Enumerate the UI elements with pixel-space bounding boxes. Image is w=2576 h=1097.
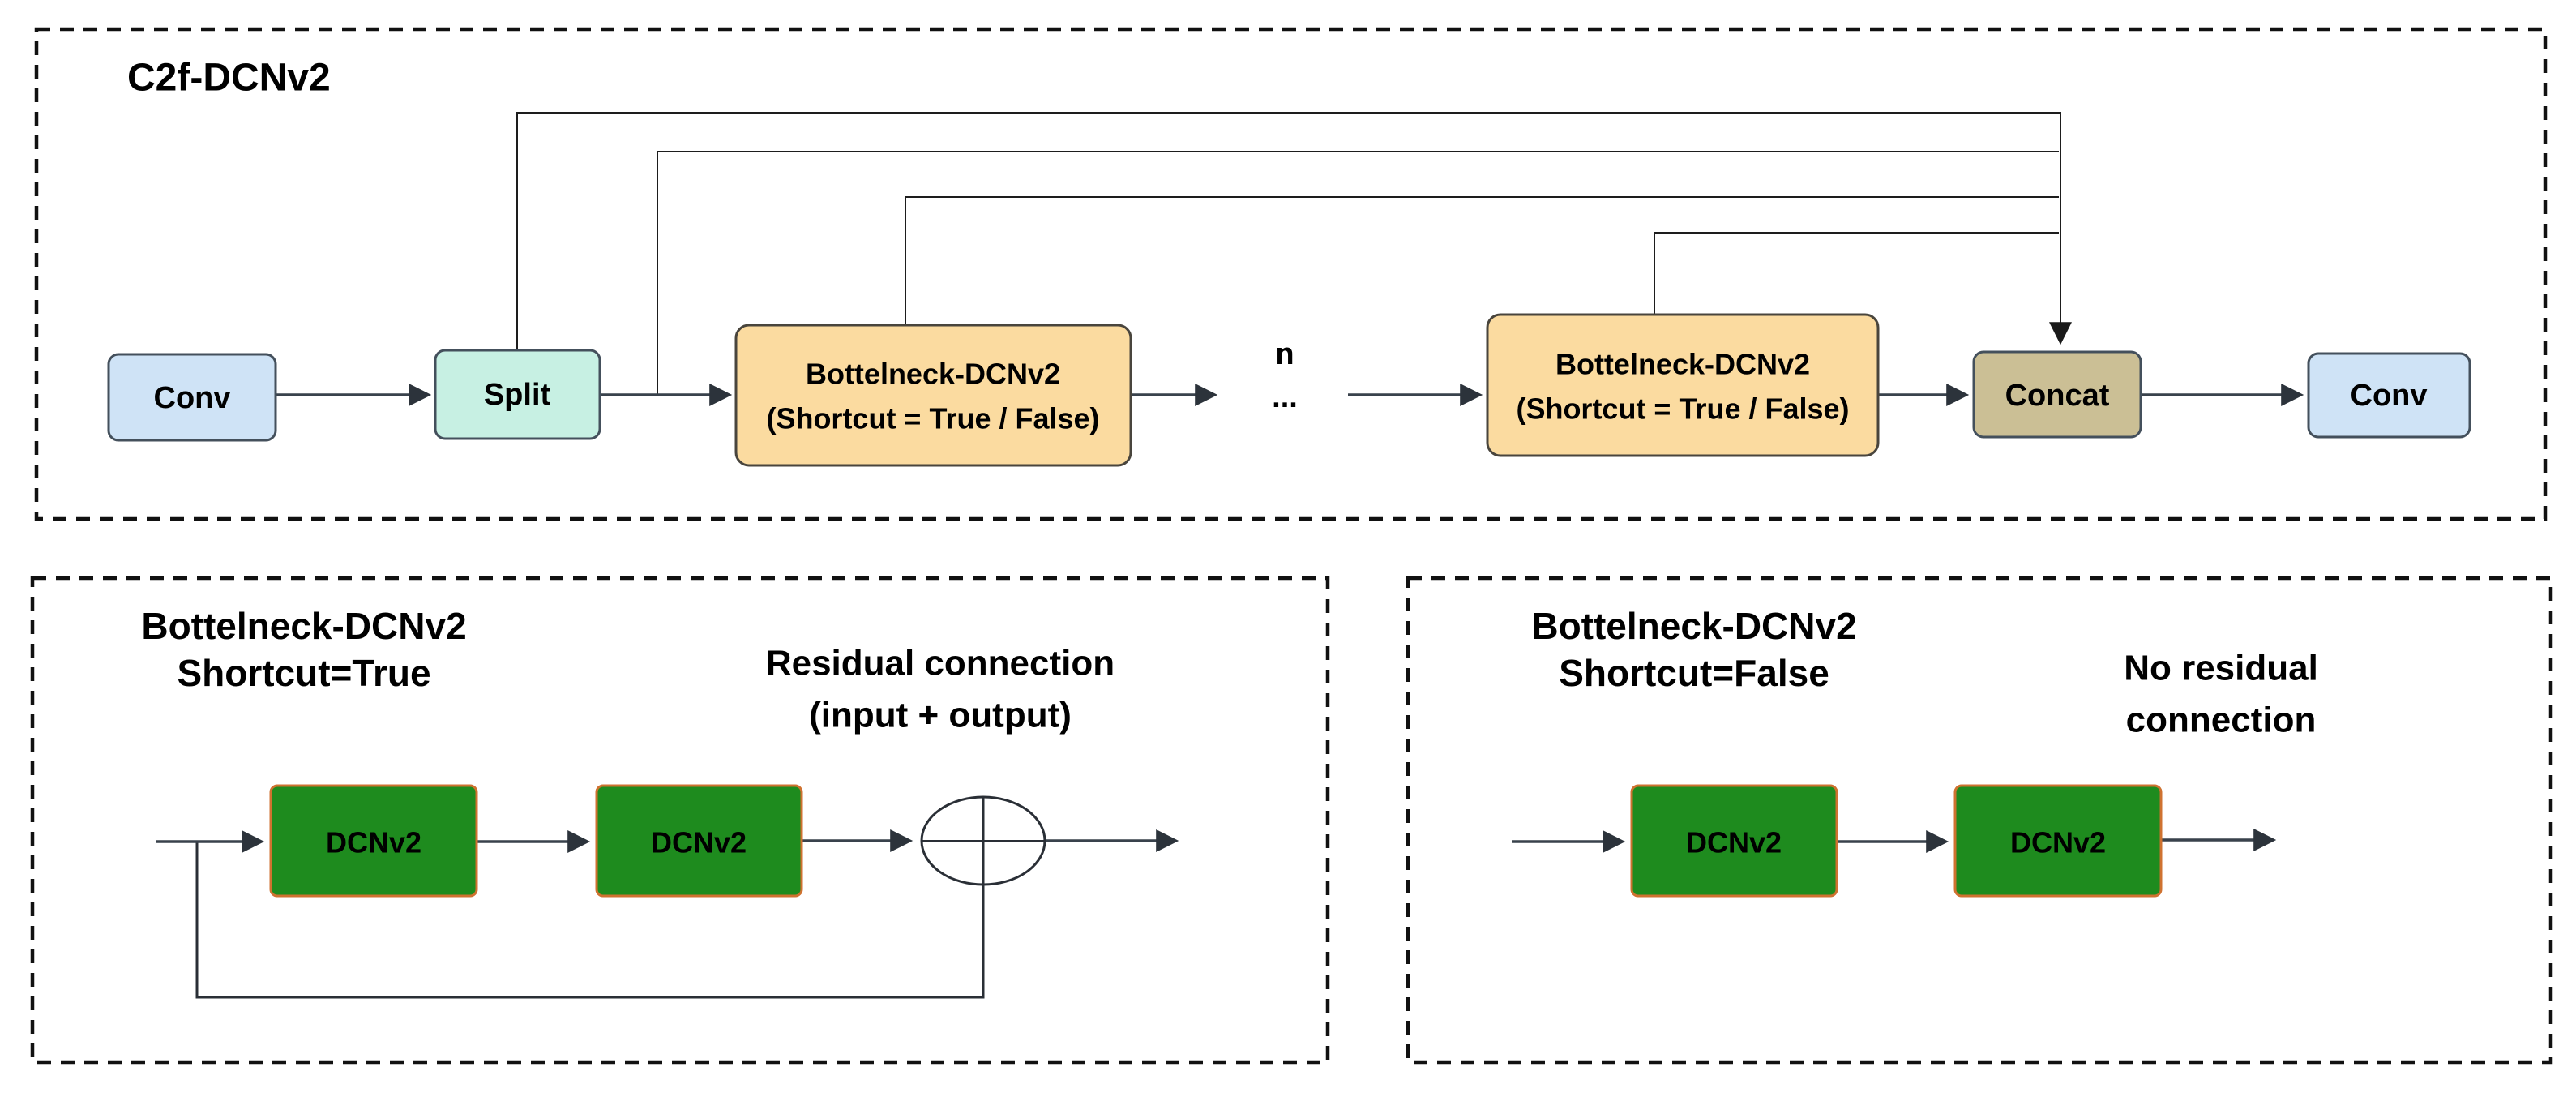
residual-shortcut-path — [195, 797, 985, 999]
ellipsis-label: ... — [1272, 380, 1298, 414]
repeat-count-label: n — [1275, 337, 1294, 371]
shortcut-false-title-line2: Shortcut=False — [1559, 652, 1829, 694]
conv-in-box — [107, 353, 277, 442]
concat-box — [1972, 350, 2142, 439]
c2f-section-title: C2f-DCNv2 — [127, 57, 331, 100]
sf-dcnv2-box-2 — [1953, 784, 2163, 898]
split-label: Split — [484, 378, 551, 412]
sf-dcnv2-label-1: DCNv2 — [1686, 826, 1782, 859]
bottleneck1-label-line1: Bottelneck-DCNv2 — [806, 358, 1060, 391]
residual-annotation-line2: (input + output) — [809, 696, 1072, 735]
bottleneck2-box — [1486, 313, 1880, 457]
bottleneck2-label-line1: Bottelneck-DCNv2 — [1555, 348, 1810, 381]
split-box — [434, 349, 601, 440]
no-residual-annotation-line1: No residual — [2124, 649, 2318, 688]
shortcut-true-section-border — [30, 576, 1330, 1065]
st-dcnv2-box-1 — [269, 784, 478, 898]
bottleneck1-box — [734, 324, 1132, 467]
shortcut-false-title-line1: Bottelneck-DCNv2 — [1531, 605, 1856, 647]
sf-dcnv2-box-1 — [1630, 784, 1838, 898]
c2f-section-border — [34, 27, 2548, 521]
no-residual-annotation-line2: connection — [2126, 701, 2317, 740]
conv-out-box — [2307, 352, 2471, 439]
conv-out-label: Conv — [2351, 379, 2428, 413]
skip-line-bottleneck1-to-concat — [905, 196, 2059, 325]
skip-line-split-branch-to-concat — [657, 151, 2059, 395]
st-dcnv2-label-1: DCNv2 — [326, 826, 421, 859]
shortcut-true-title-line2: Shortcut=True — [177, 652, 430, 694]
skip-line-bottleneck2-to-concat — [1654, 232, 2059, 315]
sf-dcnv2-label-2: DCNv2 — [2010, 826, 2106, 859]
residual-annotation-line1: Residual connection — [766, 644, 1115, 683]
bottleneck2-label-line2: (Shortcut = True / False) — [1516, 392, 1849, 426]
skip-line-split-top-to-concat — [516, 112, 2072, 350]
conv-in-label: Conv — [154, 381, 231, 415]
shortcut-true-title-line1: Bottelneck-DCNv2 — [141, 605, 466, 647]
st-dcnv2-box-2 — [595, 784, 803, 898]
concat-label: Concat — [2005, 379, 2110, 413]
st-dcnv2-label-2: DCNv2 — [651, 826, 747, 859]
bottleneck1-label-line2: (Shortcut = True / False) — [766, 402, 1099, 435]
sum-node-icon — [920, 795, 1046, 886]
shortcut-false-section-border — [1406, 576, 2553, 1065]
